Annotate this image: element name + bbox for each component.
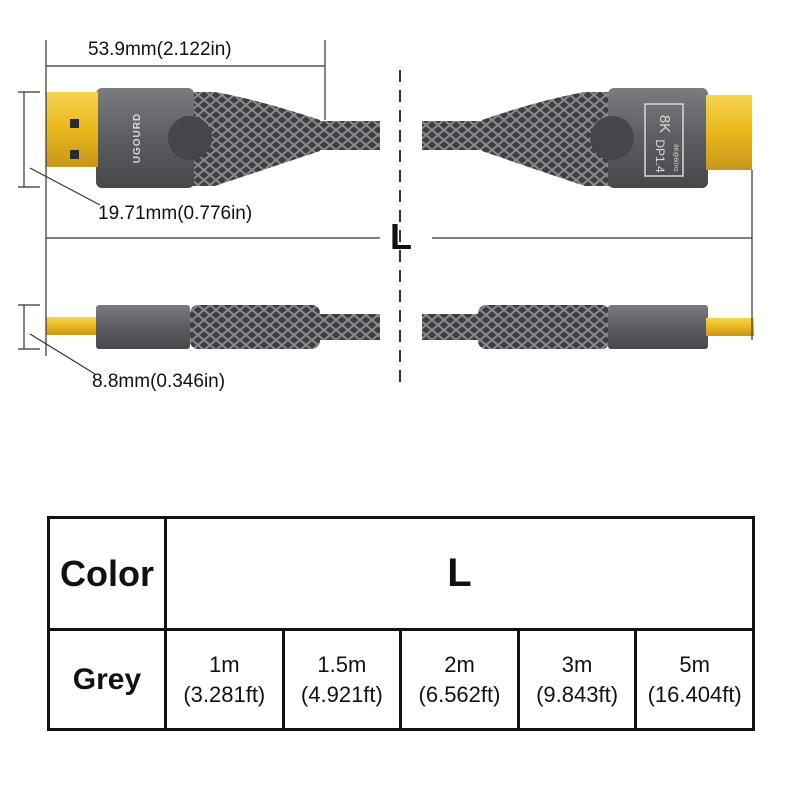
cable-dimension-diagram: UGOURD 8K DP1.4 8K@60Hz — [18, 39, 754, 392]
length-metric: 5m — [679, 651, 710, 677]
cable-braid-left-side — [320, 314, 380, 340]
cable-braid-left-top — [320, 121, 380, 150]
left-connector-side-view — [46, 305, 380, 349]
row-color: Grey — [47, 628, 167, 731]
strain-relief-left-top — [190, 92, 320, 186]
length-imperial: (16.404ft) — [647, 681, 742, 707]
gold-plug-left-side — [46, 317, 98, 335]
plug-width-label: 19.71mm(0.776in) — [98, 203, 252, 224]
length-metric: 1m — [209, 651, 240, 677]
length-metric: 3m — [561, 651, 593, 677]
dimension-lines — [18, 40, 753, 390]
plug-length-label: 53.9mm(2.122in) — [88, 39, 232, 60]
strain-relief-right-side — [478, 305, 610, 349]
spec-table: Color L Grey 1m (3.281ft) 1.5m (4.921ft)… — [47, 516, 755, 731]
strain-relief-left-side — [190, 305, 320, 349]
housing-right-side — [608, 305, 708, 349]
table-header-row: Color L — [47, 516, 755, 631]
length-cell: 1.5m (4.921ft) — [281, 628, 403, 731]
length-cell: 2m (6.562ft) — [399, 628, 520, 731]
strain-relief-right-top — [482, 92, 610, 186]
length-imperial: (4.921ft) — [300, 681, 383, 707]
badge-small: 8K@60Hz — [672, 144, 678, 171]
header-length: L — [164, 516, 755, 631]
right-connector-side-view — [422, 305, 754, 349]
length-cell: 5m (16.404ft) — [634, 628, 755, 731]
length-imperial: (9.843ft) — [536, 681, 619, 707]
table-row: Grey 1m (3.281ft) 1.5m (4.921ft) 2m (6.5… — [47, 628, 755, 731]
plug-thickness-label: 8.8mm(0.346in) — [92, 371, 225, 392]
badge-box — [644, 103, 684, 177]
length-cell: 3m (9.843ft) — [516, 628, 638, 731]
length-metric: 2m — [444, 651, 475, 677]
cable-braid-right-top — [422, 121, 482, 150]
length-imperial: (3.281ft) — [183, 681, 266, 707]
gold-plug-right-top — [706, 95, 752, 170]
brand-text-left: UGOURD — [132, 113, 143, 163]
cable-length-label: L — [390, 216, 412, 257]
plug-hole-1 — [70, 119, 79, 128]
plug-hole-2 — [70, 150, 79, 159]
housing-left-side — [96, 305, 190, 349]
housing-dome-right-top — [590, 116, 634, 160]
gold-plug-right-side — [706, 318, 754, 336]
length-cell: 1m (3.281ft) — [164, 628, 285, 731]
badge-version: DP1.4 — [653, 139, 667, 173]
right-connector-top-view: 8K DP1.4 8K@60Hz — [422, 88, 752, 188]
length-imperial: (6.562ft) — [418, 681, 501, 707]
header-color: Color — [47, 516, 167, 631]
housing-dome-left-top — [168, 116, 212, 160]
length-metric: 1.5m — [317, 651, 367, 677]
cable-braid-right-side — [422, 314, 482, 340]
left-connector-top-view: UGOURD — [46, 88, 380, 188]
housing-left-top — [96, 88, 194, 188]
badge-resolution: 8K — [656, 115, 673, 133]
